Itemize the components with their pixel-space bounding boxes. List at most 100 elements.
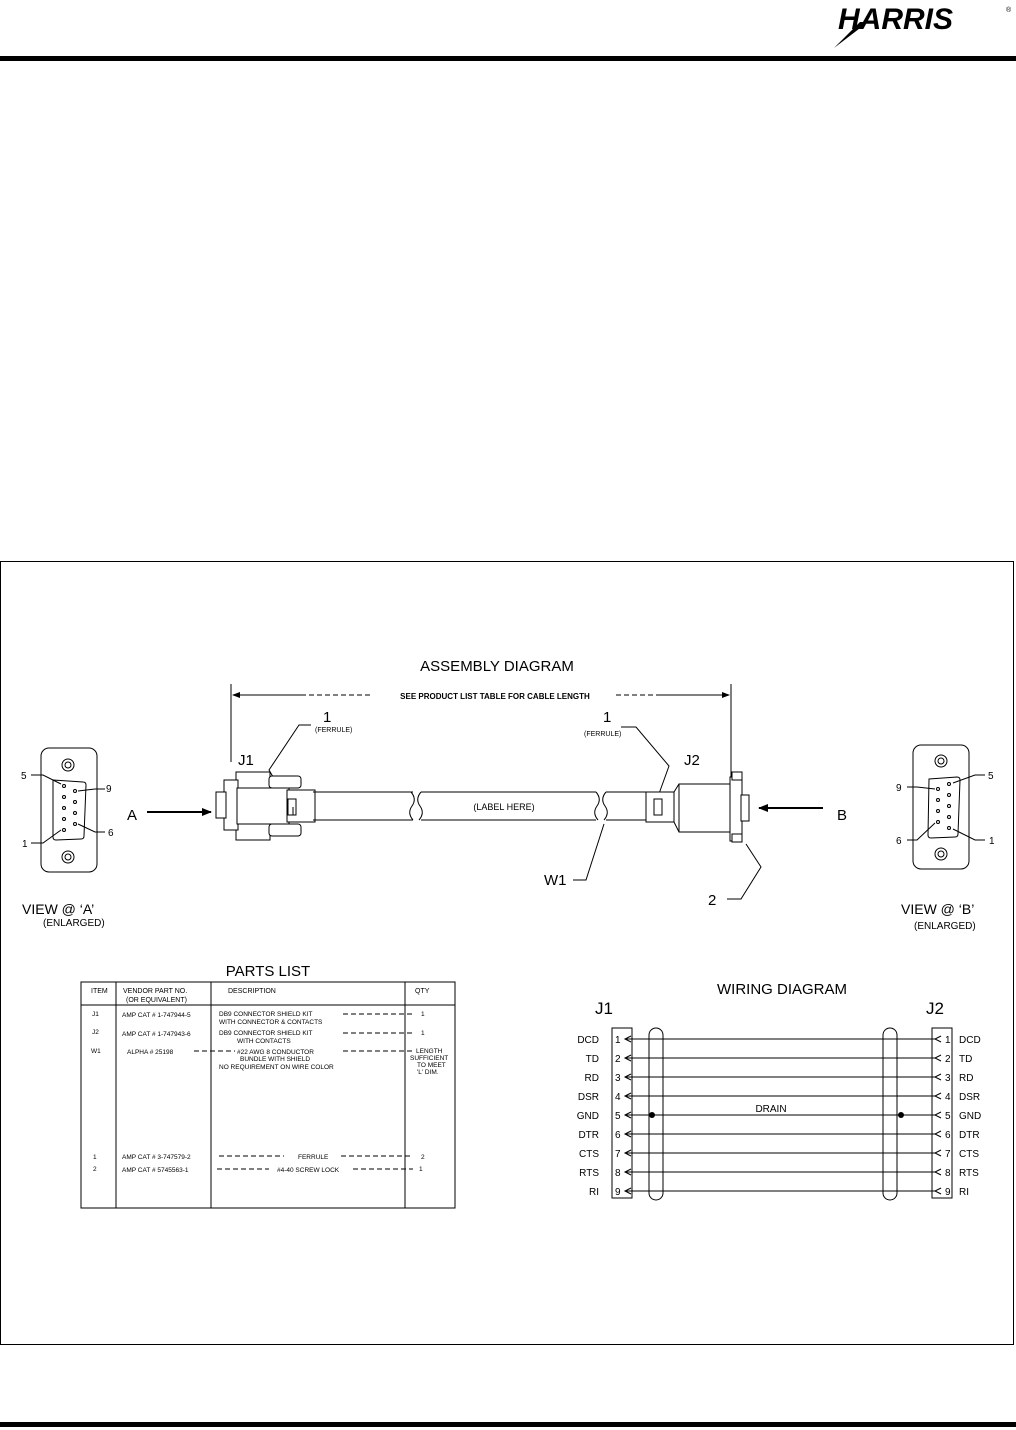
wire-pin-left: 8 [615, 1168, 621, 1179]
ferrule-num-left: 1 [323, 709, 331, 726]
callout-2-leader [727, 843, 762, 900]
arrow-b-label: B [837, 807, 847, 824]
parts-header-vendor2: (OR EQUIVALENT) [126, 997, 187, 1004]
view-b-pin5: 5 [988, 771, 994, 782]
view-a-pin6: 6 [108, 828, 114, 839]
wire-signal-left: DCD [577, 1035, 599, 1046]
view-a-title: VIEW @ ‘A’ [22, 901, 94, 917]
wire-signal-left: TD [586, 1054, 599, 1065]
parts-cell-desc: FERRULE [298, 1154, 329, 1161]
wire-pin-right: 9 [945, 1187, 951, 1198]
parts-cell-qty2: SUFFICIENT [410, 1055, 448, 1062]
parts-cell-vendor: AMP CAT # 3-747579-2 [122, 1154, 191, 1161]
parts-cell-desc2: BUNDLE WITH SHIELD [240, 1056, 310, 1063]
parts-cell-item: J1 [92, 1011, 99, 1018]
shield-left [648, 1027, 664, 1201]
view-a-sub: (ENLARGED) [43, 918, 105, 929]
parts-header-vendor: VENDOR PART NO. [123, 988, 187, 995]
wire-signal-right: CTS [959, 1149, 979, 1160]
wire-contact-right-icon [933, 1035, 942, 1043]
view-a-pin9: 9 [106, 784, 112, 795]
parts-cell-desc: DB9 CONNECTOR SHIELD KIT [219, 1030, 312, 1037]
parts-row: 2 AMP CAT # 5745563-1 #4-40 SCREW LOCK 1 [93, 1166, 423, 1174]
wire-contact-left-icon [623, 1073, 632, 1081]
wire-signal-left: DTR [578, 1130, 599, 1141]
bottom-rule [0, 1422, 1016, 1427]
registered-mark: ® [1006, 6, 1012, 14]
wire-signal-right: DCD [959, 1035, 981, 1046]
wire-pin-right: 8 [945, 1168, 951, 1179]
wire-pin-left: 4 [615, 1092, 621, 1103]
wire-signal-right: DTR [959, 1130, 980, 1141]
parts-list-grid [80, 981, 456, 1209]
parts-cell-desc: #4-40 SCREW LOCK [277, 1167, 340, 1174]
parts-cell-desc2: WITH CONTACTS [237, 1038, 291, 1045]
parts-list-title: PARTS LIST [226, 963, 310, 980]
parts-row: W1 ALPHA # 25198 #22 AWG 8 CONDUCTOR BUN… [91, 1048, 448, 1076]
view-b-pin9: 9 [896, 783, 902, 794]
logo-text: HARRIS [838, 3, 953, 36]
wire-contact-left-icon [623, 1187, 632, 1195]
parts-cell-item: J2 [92, 1029, 99, 1036]
w1-leader [573, 823, 605, 881]
j2-connector-body [645, 771, 750, 843]
parts-cell-desc: DB9 CONNECTOR SHIELD KIT [219, 1011, 312, 1018]
j1-connector-body [215, 771, 316, 841]
wire-signal-right: RTS [959, 1168, 979, 1179]
view-b-connector-face [907, 744, 985, 870]
parts-cell-vendor: AMP CAT # 5745563-1 [122, 1167, 189, 1174]
logo-swoosh-icon [834, 22, 868, 48]
parts-list: PARTS LIST ITEM VENDOR PART NO. (OR EQUI… [80, 963, 456, 1209]
wire-signal-left: RTS [579, 1168, 599, 1179]
w1-label: W1 [544, 872, 567, 889]
assembly-diagram: ASSEMBLY DIAGRAM SEE PRODUCT LIST TABLE … [21, 658, 995, 932]
parts-cell-desc: #22 AWG 8 CONDUCTOR [237, 1049, 314, 1056]
ferrule-label-right: (FERRULE) [584, 731, 621, 738]
wire-contact-left-icon [623, 1054, 632, 1062]
ferrule-label-left: (FERRULE) [315, 727, 352, 734]
parts-row: 1 AMP CAT # 3-747579-2 FERRULE 2 [93, 1154, 425, 1161]
top-rule [0, 56, 1016, 61]
wire-signal-right: RI [959, 1187, 969, 1198]
wire-pin-left: 3 [615, 1073, 621, 1084]
wire-contact-right-icon [933, 1168, 942, 1176]
drain-label: DRAIN [755, 1104, 786, 1115]
parts-cell-vendor: AMP CAT # 1-747943-6 [122, 1031, 191, 1038]
technical-drawing: ASSEMBLY DIAGRAM SEE PRODUCT LIST TABLE … [21, 658, 995, 1209]
parts-cell-qty: 1 [419, 1166, 423, 1173]
parts-cell-qty: LENGTH [416, 1048, 443, 1055]
wire-contact-left-icon [623, 1035, 632, 1043]
parts-cell-qty: 1 [421, 1011, 425, 1018]
parts-cell-item: W1 [91, 1048, 101, 1055]
wire-contact-right-icon [933, 1187, 942, 1195]
assembly-title: ASSEMBLY DIAGRAM [420, 658, 574, 675]
parts-cell-qty4: 'L' DIM. [417, 1069, 439, 1076]
j1-pin-block [611, 1027, 633, 1199]
ferrule-leader-right [621, 726, 670, 803]
wire-pin-left: 2 [615, 1054, 621, 1065]
view-a-connector-face [31, 747, 105, 873]
drain-junction-left [649, 1112, 655, 1118]
wire-pin-right: 7 [945, 1149, 951, 1160]
parts-header-item: ITEM [91, 988, 108, 995]
wire-contact-left-icon [623, 1130, 632, 1138]
wire-signal-left: RD [585, 1073, 599, 1084]
wire-signal-right: GND [959, 1111, 981, 1122]
view-b-pin1: 1 [989, 836, 995, 847]
drain-junction-right [898, 1112, 904, 1118]
wire-signal-left: CTS [579, 1149, 599, 1160]
wiring-j2-label: J2 [926, 999, 944, 1018]
wire-contact-left-icon [623, 1111, 632, 1119]
parts-cell-qty3: TO MEET [417, 1062, 446, 1069]
drawing-frame: ASSEMBLY DIAGRAM SEE PRODUCT LIST TABLE … [0, 561, 1014, 1345]
parts-cell-item: 2 [93, 1166, 97, 1173]
arrow-a-label: A [127, 807, 137, 824]
wire-contact-left-icon [623, 1149, 632, 1157]
parts-row: J1 AMP CAT # 1-747944-5 DB9 CONNECTOR SH… [92, 1011, 425, 1026]
harris-logo: HARRIS ® [826, 0, 1016, 50]
wire-contact-right-icon [933, 1054, 942, 1062]
wire-pin-left: 7 [615, 1149, 621, 1160]
wire-signal-left: GND [577, 1111, 599, 1122]
